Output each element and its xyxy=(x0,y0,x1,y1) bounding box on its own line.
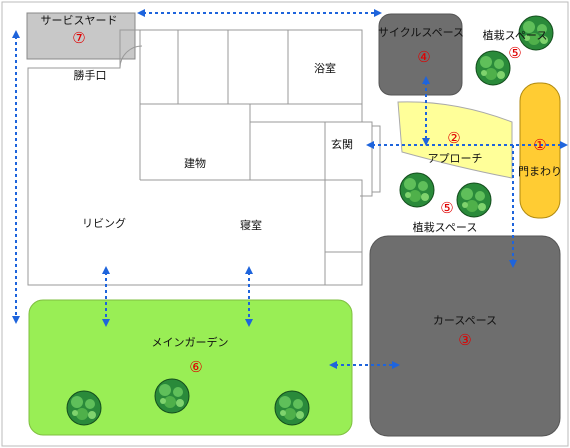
planting-top-label: 植栽スペース xyxy=(483,28,548,42)
service-yard-area xyxy=(26,12,136,60)
building-label: 建物 xyxy=(184,156,206,170)
tree-icon xyxy=(154,378,190,414)
car-space-label: カースペース xyxy=(433,314,497,327)
approach-label: アプローチ xyxy=(428,152,483,165)
cycle-space-number: ④ xyxy=(417,48,430,66)
service-yard-number: ⑦ xyxy=(72,29,85,47)
gate-label: 門まわり xyxy=(518,165,562,178)
kitchen-door-label: 勝手口 xyxy=(74,68,107,82)
main-garden-area xyxy=(28,299,353,436)
entrance-label: 玄関 xyxy=(331,137,353,151)
tree-icon xyxy=(274,390,310,426)
service-yard-label: サービスヤード xyxy=(41,14,118,27)
house-outline xyxy=(27,29,381,286)
flow-arrows xyxy=(15,12,562,366)
gate-number: ① xyxy=(533,136,546,154)
approach-number: ② xyxy=(447,129,460,147)
tree-icon xyxy=(475,50,511,86)
car-space-number: ③ xyxy=(458,331,471,349)
gate-area xyxy=(519,82,561,219)
main-garden-number: ⑥ xyxy=(189,358,202,376)
living-label: リビング xyxy=(82,216,126,230)
planting-mid-label: 植栽スペース xyxy=(413,220,478,234)
bedroom-label: 寝室 xyxy=(240,218,262,232)
tree-icon xyxy=(456,182,492,218)
car-space-area xyxy=(369,235,561,437)
bath-label: 浴室 xyxy=(314,61,336,75)
tree-icon xyxy=(66,390,102,426)
cycle-space-label: サイクルスペース xyxy=(378,26,464,39)
cycle-space-area xyxy=(378,13,463,96)
tree-icon xyxy=(399,172,435,208)
planting-mid-number: ⑤ xyxy=(440,199,453,217)
main-garden-label: メインガーデン xyxy=(152,335,229,349)
arrow-heads xyxy=(12,9,568,369)
planting-top-number: ⑤ xyxy=(508,44,521,62)
